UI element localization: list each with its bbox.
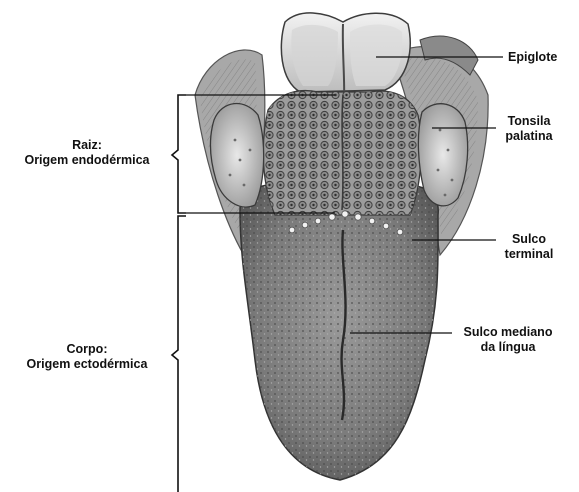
root-bracket xyxy=(172,95,186,213)
tonsila-label: Tonsila palatina xyxy=(494,114,564,144)
body-bracket xyxy=(172,216,186,492)
tonsila-line1: Tonsila xyxy=(494,114,564,129)
corpo-label: Corpo: Origem ectodérmica xyxy=(4,342,170,372)
sulco-terminal-line2: terminal xyxy=(496,247,562,262)
tonsila-line2: palatina xyxy=(494,129,564,144)
sulco-mediano-line2: da língua xyxy=(452,340,564,355)
sulco-mediano-line1: Sulco mediano xyxy=(452,325,564,340)
raiz-line1: Raiz: xyxy=(4,138,170,153)
raiz-label: Raiz: Origem endodérmica xyxy=(4,138,170,168)
sulco-terminal-label: Sulco terminal xyxy=(496,232,562,262)
corpo-line2: Origem ectodérmica xyxy=(4,357,170,372)
raiz-line2: Origem endodérmica xyxy=(4,153,170,168)
corpo-line1: Corpo: xyxy=(4,342,170,357)
sulco-mediano-label: Sulco mediano da língua xyxy=(452,325,564,355)
epiglote-label: Epiglote xyxy=(508,50,557,65)
right-tonsil xyxy=(418,104,467,206)
sulco-terminal-line1: Sulco xyxy=(496,232,562,247)
